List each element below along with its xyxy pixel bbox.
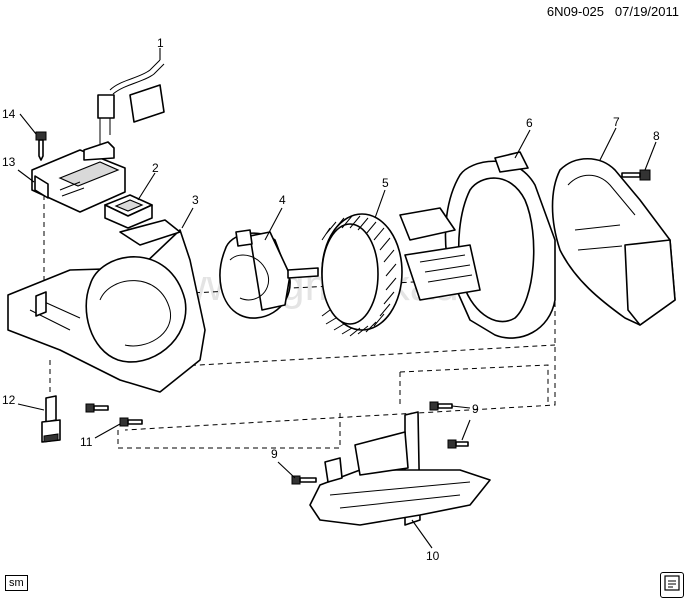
- part-8-screw: [621, 169, 651, 181]
- callout-labels: 1 2 3 4 5 6 7 8 9 9 9 10 11 12 13 14: [2, 36, 660, 563]
- part-1-wiring-harness: [97, 59, 165, 140]
- part-10-bracket: [309, 411, 491, 526]
- callout-12: 12: [2, 393, 16, 407]
- callout-11: 11: [80, 435, 93, 449]
- part-3-blower-housing: [7, 219, 206, 393]
- callout-10: 10: [426, 549, 440, 563]
- gm-logo-icon: [660, 572, 684, 598]
- part-9-screws: [291, 401, 469, 485]
- part-7-inlet-duct: [551, 158, 676, 326]
- diagram-header: 6N09-025 07/19/2011: [547, 4, 679, 19]
- callout-2: 2: [152, 161, 159, 175]
- callout-9a: 9: [472, 402, 479, 416]
- callout-6: 6: [526, 116, 533, 130]
- callout-7: 7: [613, 115, 620, 129]
- callout-leaders: [17, 48, 657, 549]
- part-5-blower-wheel: [321, 213, 403, 337]
- callout-1: 1: [157, 36, 164, 50]
- callout-4: 4: [279, 193, 286, 207]
- part-12-sensor: [41, 395, 61, 443]
- callout-13: 13: [2, 155, 16, 169]
- part-11-screws: [85, 403, 143, 427]
- sm-badge: sm: [5, 575, 28, 591]
- part-6-inlet-housing: [399, 151, 556, 339]
- callout-14: 14: [2, 107, 16, 121]
- part-14-screw: [35, 131, 47, 161]
- callout-8: 8: [653, 129, 660, 143]
- callout-3: 3: [192, 193, 199, 207]
- part-4-blower-motor: [219, 229, 319, 319]
- callout-5: 5: [382, 176, 389, 190]
- callout-9b: 9: [271, 447, 278, 461]
- part-13-control-module: [31, 141, 126, 213]
- diagram-date: 07/19/2011: [614, 4, 679, 19]
- diagram-code: 6N09-025: [546, 4, 605, 19]
- part-2-grommet: [104, 194, 153, 229]
